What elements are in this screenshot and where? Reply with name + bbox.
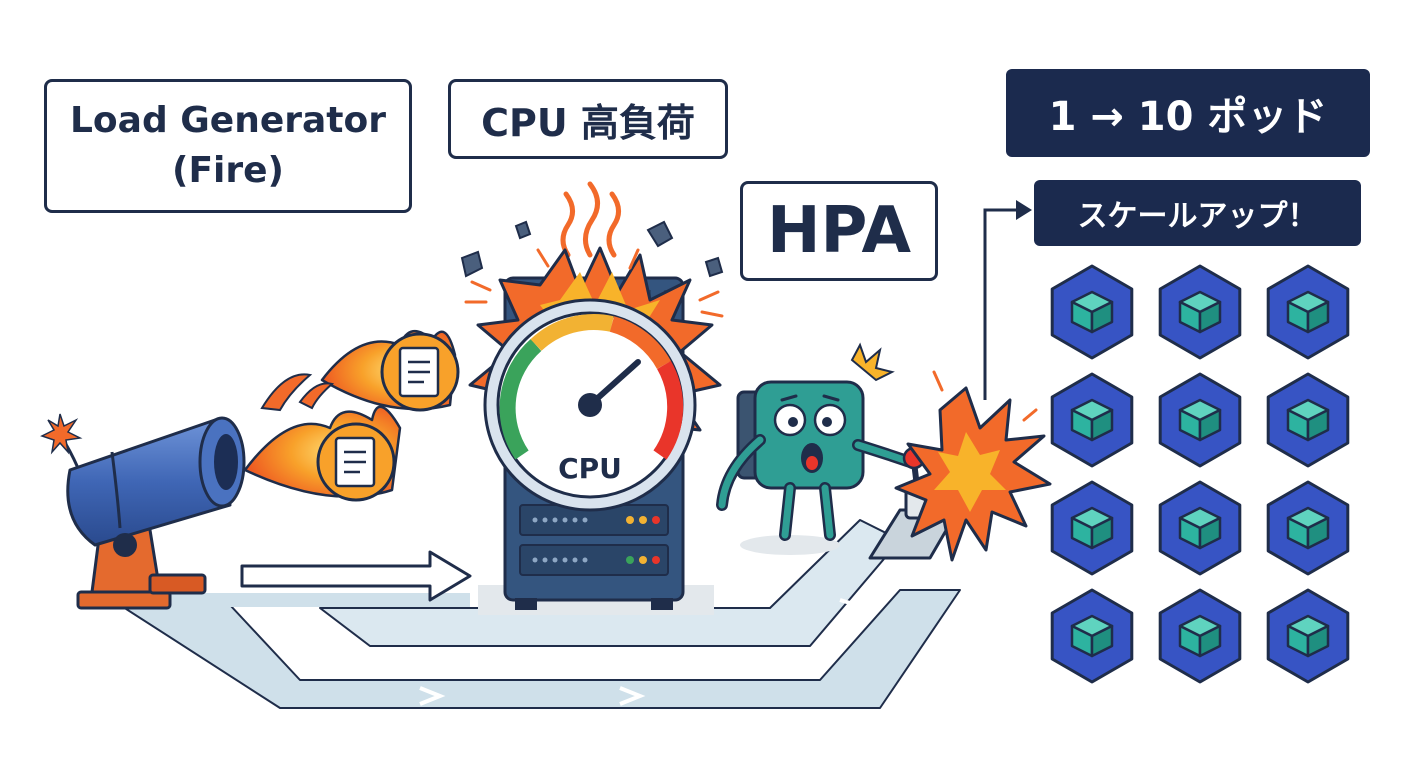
pod-cube-icon (1070, 614, 1114, 658)
cannon-icon (66, 416, 246, 610)
pod-cube-icon (1286, 290, 1330, 334)
explosion-burst-icon-2 (894, 370, 1052, 562)
pod-5 (1158, 372, 1242, 468)
pod-cube-icon (1178, 614, 1222, 658)
pod-3 (1266, 264, 1350, 360)
connector-arrow-icon (983, 200, 1032, 400)
heat-waves-icon (560, 181, 621, 258)
pod-2 (1158, 264, 1242, 360)
pod-grid (1050, 264, 1350, 684)
pod-12 (1266, 588, 1350, 684)
fireball-document-icon (243, 405, 402, 502)
pod-cube-icon (1070, 398, 1114, 442)
pod-8 (1158, 480, 1242, 576)
pod-cube-icon (1178, 290, 1222, 334)
pod-6 (1266, 372, 1350, 468)
hpa-text: HPA (766, 194, 912, 268)
cpu-gauge-icon: CPU (483, 298, 697, 512)
pod-9 (1266, 480, 1350, 576)
pod-1 (1050, 264, 1134, 360)
cpu-load-label: CPU 高負荷 (448, 79, 728, 159)
cpu-load-text: CPU 高負荷 (481, 100, 695, 145)
pod-11 (1158, 588, 1242, 684)
hpa-label: HPA (740, 181, 938, 281)
pod-cube-icon (1286, 506, 1330, 550)
pod-cube-icon (1286, 398, 1330, 442)
pod-10 (1050, 588, 1134, 684)
panicked-robot-icon (716, 342, 916, 555)
load-generator-subtitle: (Fire) (171, 150, 284, 191)
pod-cube-icon (1178, 506, 1222, 550)
bomb-fuse-icon (40, 413, 83, 469)
pod-count-text: 1 → 10 ポッド (1048, 94, 1328, 140)
pod-7 (1050, 480, 1134, 576)
pod-cube-icon (1178, 398, 1222, 442)
pod-4 (1050, 372, 1134, 468)
load-generator-label: Load Generator (Fire) (44, 79, 412, 213)
flow-arrow-icon (240, 550, 472, 602)
pod-cube-icon (1070, 290, 1114, 334)
pod-cube-icon (1070, 506, 1114, 550)
gauge-text: CPU (558, 452, 622, 485)
scale-up-text: スケールアップ！ (1077, 199, 1318, 234)
pod-count-label: 1 → 10 ポッド (1006, 69, 1370, 157)
scale-up-label: スケールアップ！ (1034, 180, 1361, 246)
pod-cube-icon (1286, 614, 1330, 658)
load-generator-title: Load Generator (69, 100, 387, 141)
fireball-document-icon-2 (260, 330, 460, 412)
